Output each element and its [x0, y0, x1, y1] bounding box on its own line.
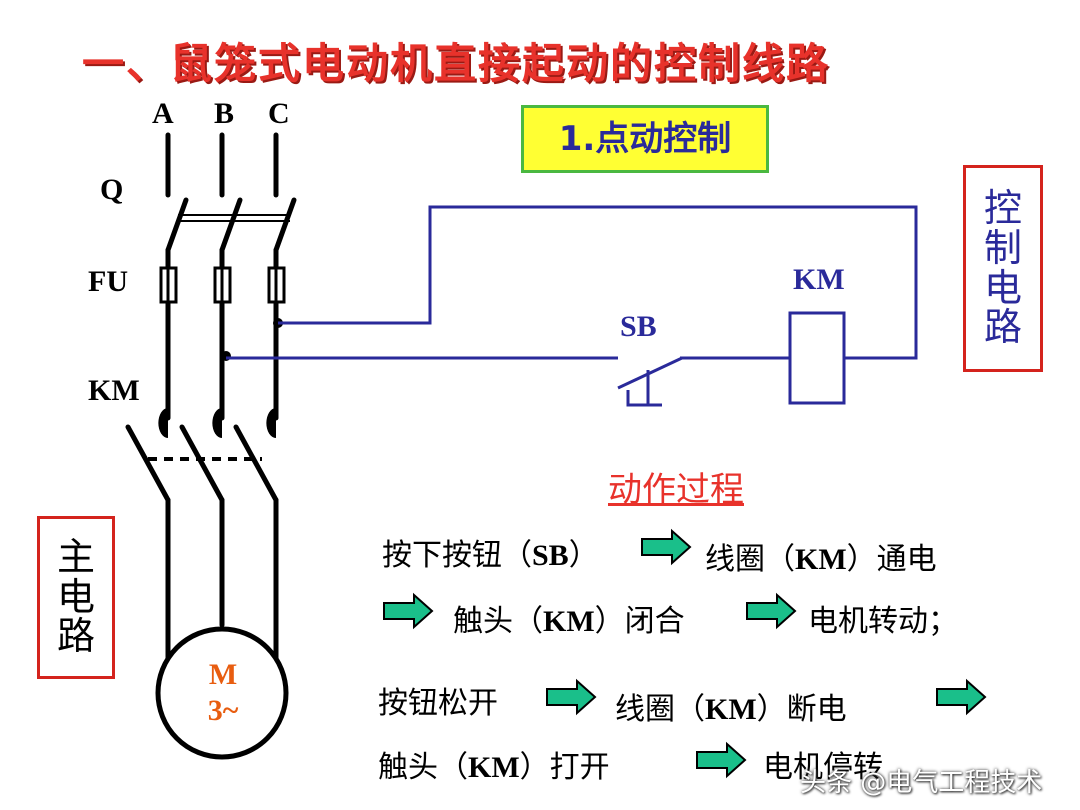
motor-m-label: M: [208, 658, 238, 691]
km-coil: [788, 311, 846, 405]
motor-circle: [155, 626, 289, 760]
process-line-1a: 按下按钮（SB）: [382, 538, 599, 573]
km-coil-label: KM: [793, 263, 845, 296]
arrow-icon-3: [746, 594, 796, 628]
arrow-icon-6: [696, 743, 746, 777]
motor-label: M 3~: [158, 657, 288, 729]
main-circuit-char: 电: [56, 574, 95, 619]
control-circuit-label-box: 控 制 电 路: [963, 165, 1043, 372]
process-line-3a: 按钮松开: [378, 686, 498, 721]
control-circuit-char: 制: [983, 225, 1022, 270]
main-circuit-char: 主: [56, 534, 95, 579]
watermark: 头条 @电气工程技术: [800, 768, 1043, 798]
process-line-4a: 触头（KM）打开: [378, 750, 610, 785]
arrow-icon-4: [546, 680, 596, 714]
sb-label: SB: [620, 310, 657, 343]
process-line-1b: 线圈（KM）通电: [705, 542, 937, 577]
km-fixed-contact-b: [212, 408, 222, 438]
main-circuit-label-box: 主 电 路: [37, 516, 115, 679]
fuses: [159, 266, 286, 304]
km-main-label: KM: [88, 374, 140, 407]
km-fixed-contacts: [158, 408, 276, 438]
control-circuit-char: 路: [983, 305, 1022, 350]
control-circuit-char: 电: [983, 265, 1022, 310]
process-title: 动作过程: [608, 470, 744, 510]
control-wire-top: [278, 205, 918, 360]
process-line-2a: 触头（KM）闭合: [453, 604, 685, 639]
sb-button-stem: [626, 390, 662, 407]
phase-label-c: C: [268, 97, 290, 130]
process-line-4b: 电机停转: [763, 750, 883, 785]
phase-label-a: A: [152, 97, 174, 130]
km-fixed-contact-c: [266, 408, 276, 438]
motor-phase-label: 3~: [207, 694, 239, 727]
km-contact-blade-a: [125, 424, 171, 503]
control-circuit-char: 控: [983, 185, 1022, 230]
switch-q-blade-a: [165, 197, 189, 253]
km-fixed-contact-a: [158, 408, 168, 438]
switch-q-label: Q: [100, 173, 124, 206]
process-line-2b: 电机转动；: [808, 604, 958, 639]
sb-contact-blade: [617, 356, 683, 390]
subtitle-box: 1.点动控制: [521, 105, 769, 173]
switch-q-blade-b: [219, 197, 243, 253]
phase-label-b: B: [214, 97, 235, 130]
switch-q-blade-c: [273, 197, 297, 253]
main-circuit-char: 路: [56, 614, 95, 659]
process-line-3b: 线圈（KM）断电: [615, 692, 847, 727]
arrow-icon-5: [936, 680, 986, 714]
page-title: 一、鼠笼式电动机直接起动的控制线路: [82, 39, 831, 88]
km-contact-blade-c: [233, 424, 279, 503]
control-circuit-wires: [226, 205, 918, 407]
km-contact-blade-b: [179, 424, 225, 503]
fuse-label: FU: [88, 265, 128, 298]
switch-q-link: [178, 214, 290, 222]
main-circuit-wires: [125, 132, 297, 663]
arrow-icon-2: [383, 594, 433, 628]
arrow-icon-1: [641, 530, 691, 564]
